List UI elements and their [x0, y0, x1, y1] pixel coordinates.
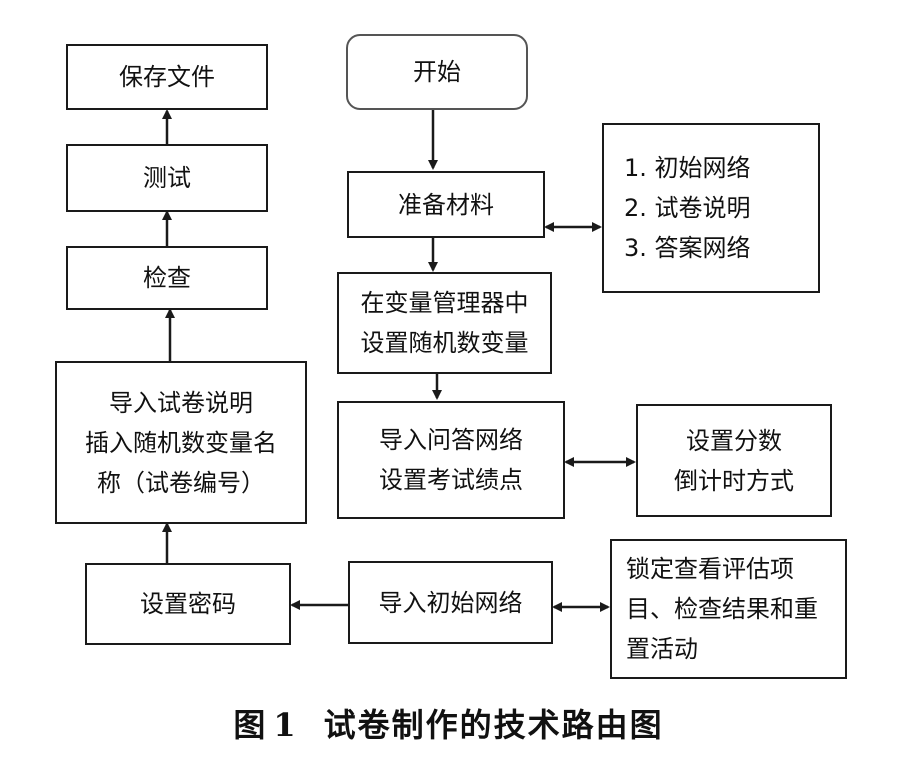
import-notes-line-3: 称（试卷编号）	[97, 468, 265, 497]
import-notes-line-2: 插入随机数变量名	[85, 428, 277, 457]
materials-item-3: 3. 答案网络	[624, 234, 751, 262]
lock-activities-line-2: 目、检查结果和重	[626, 595, 818, 623]
prepare-materials-box: 准备材料	[347, 171, 545, 238]
import-notes-box: 导入试卷说明 插入随机数变量名 称（试卷编号）	[55, 361, 307, 524]
import-notes-line-1: 导入试卷说明	[109, 388, 253, 417]
import-qa-box: 导入问答网络 设置考试绩点	[337, 401, 565, 519]
import-initial-label: 导入初始网络	[378, 588, 523, 617]
caption-number: 1	[273, 706, 298, 744]
test-box: 测试	[66, 144, 268, 212]
materials-item-1: 1. 初始网络	[624, 154, 751, 182]
start-label: 开始	[413, 58, 461, 86]
lock-activities-box: 锁定查看评估项 目、检查结果和重 置活动	[610, 539, 847, 679]
test-label: 测试	[143, 164, 191, 192]
save-file-label: 保存文件	[119, 63, 215, 91]
import-qa-line-2: 设置考试绩点	[379, 466, 523, 494]
materials-list-box: 1. 初始网络 2. 试卷说明 3. 答案网络	[602, 123, 820, 293]
import-initial-box: 导入初始网络	[348, 561, 553, 644]
variable-manager-box: 在变量管理器中 设置随机数变量	[337, 272, 552, 374]
start-node: 开始	[346, 34, 528, 110]
save-file-box: 保存文件	[66, 44, 268, 110]
import-qa-line-1: 导入问答网络	[379, 426, 523, 454]
variable-manager-line-2: 设置随机数变量	[360, 329, 529, 357]
caption-label: 图	[233, 706, 268, 744]
materials-item-2: 2. 试卷说明	[624, 194, 751, 222]
score-mode-line-2: 倒计时方式	[674, 466, 794, 495]
score-mode-line-1: 设置分数	[686, 426, 782, 455]
check-box: 检查	[66, 246, 268, 310]
lock-activities-line-3: 置活动	[626, 635, 698, 663]
lock-activities-line-1: 锁定查看评估项	[626, 555, 794, 583]
variable-manager-line-1: 在变量管理器中	[360, 289, 529, 317]
caption-title: 试卷制作的技术路由图	[323, 706, 664, 744]
set-password-label: 设置密码	[140, 590, 236, 618]
set-password-box: 设置密码	[85, 563, 291, 645]
check-label: 检查	[143, 264, 191, 292]
score-mode-box: 设置分数 倒计时方式	[636, 404, 832, 517]
prepare-materials-label: 准备材料	[398, 190, 494, 219]
